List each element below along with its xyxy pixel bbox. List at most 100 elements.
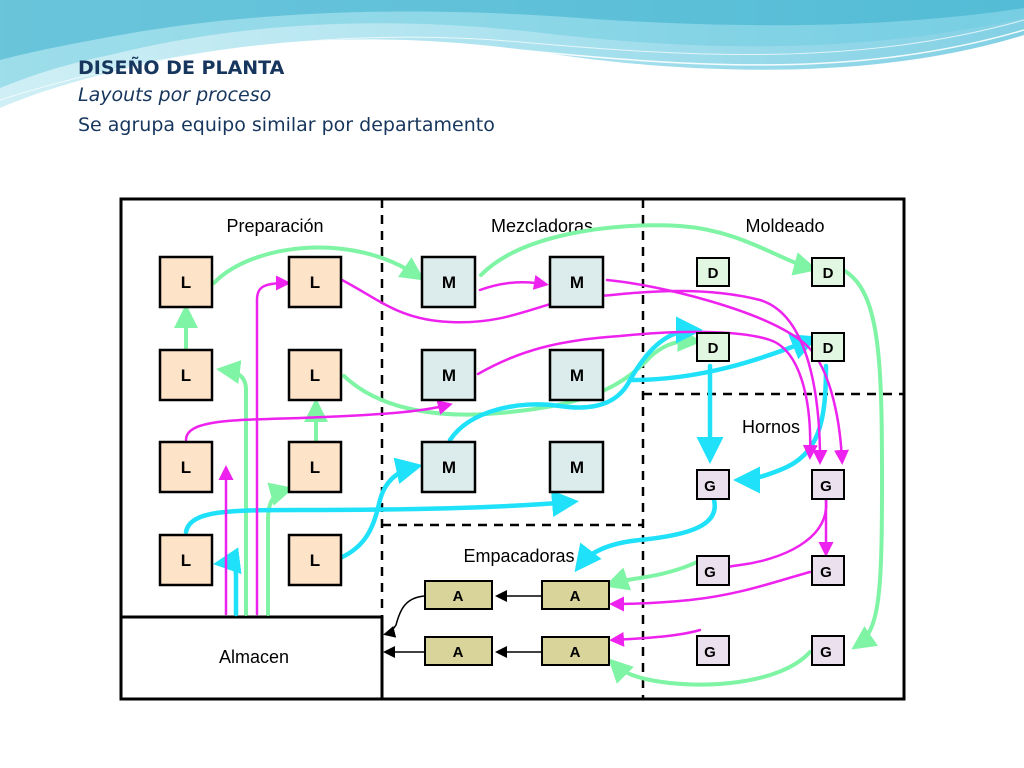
machine-L-3 bbox=[158, 348, 214, 402]
flow-magenta-1 bbox=[255, 275, 291, 616]
machine-L-label: L bbox=[181, 273, 191, 292]
machine-L-4 bbox=[287, 348, 343, 402]
machine-A-1 bbox=[424, 580, 493, 610]
machine-A-label: A bbox=[453, 588, 464, 605]
flow-green-8 bbox=[266, 482, 294, 616]
machine-G-label: G bbox=[820, 644, 832, 661]
machine-D-2 bbox=[811, 257, 845, 287]
machine-G-label: G bbox=[820, 478, 832, 495]
machine-A-label: A bbox=[570, 588, 581, 605]
machine-L-label: L bbox=[181, 458, 191, 477]
flow-magenta-3 bbox=[478, 274, 549, 292]
machine-G-1 bbox=[696, 469, 730, 500]
flow-green-10 bbox=[608, 650, 812, 687]
flow-magenta-9 bbox=[709, 498, 828, 574]
machine-L-2 bbox=[287, 255, 343, 309]
flow-cyan-3 bbox=[337, 457, 423, 561]
machine-G-3 bbox=[696, 555, 730, 586]
machine-L-7 bbox=[158, 533, 214, 587]
machine-G-label: G bbox=[704, 564, 716, 581]
machine-G-4 bbox=[811, 555, 845, 586]
dept-moldeado-label: Moldeado bbox=[745, 216, 824, 236]
flow-cyan-5 bbox=[574, 497, 717, 573]
flow-magenta bbox=[184, 274, 849, 647]
almacen-box bbox=[119, 615, 384, 701]
flow-black-2 bbox=[383, 595, 425, 638]
machine-L-1 bbox=[158, 255, 214, 309]
machine-L-8 bbox=[287, 533, 343, 587]
title-block: DISEÑO DE PLANTA Layouts por proceso Se … bbox=[78, 56, 495, 140]
flow-green-9 bbox=[604, 560, 699, 591]
machine-M-5 bbox=[420, 440, 477, 494]
machine-L-label: L bbox=[181, 366, 191, 385]
flow-magenta-10 bbox=[609, 570, 812, 612]
dept-empacadoras-label: Empacadoras bbox=[463, 546, 574, 566]
machine-M-label: M bbox=[570, 366, 584, 385]
machine-D-1 bbox=[696, 257, 730, 287]
machine-L-label: L bbox=[310, 366, 320, 385]
flow-cyan-6 bbox=[733, 363, 829, 494]
machine-L-label: L bbox=[310, 458, 320, 477]
machine-D-label: D bbox=[708, 265, 719, 282]
machine-D-label: D bbox=[823, 340, 834, 357]
slide-title: DISEÑO DE PLANTA bbox=[78, 57, 285, 79]
machine-M-label: M bbox=[442, 458, 456, 477]
machines-A-labels: A A A A bbox=[453, 588, 581, 661]
machine-G-5 bbox=[696, 635, 730, 666]
machines-A bbox=[424, 580, 610, 666]
machine-M-label: M bbox=[442, 273, 456, 292]
machine-L-label: L bbox=[310, 551, 320, 570]
machine-M-4 bbox=[548, 348, 605, 402]
flow-black bbox=[383, 590, 541, 658]
flow-magenta-4 bbox=[605, 278, 849, 465]
dept-preparacion-label: Preparación bbox=[226, 216, 323, 236]
machine-M-2 bbox=[548, 255, 605, 309]
machines-G bbox=[696, 469, 845, 666]
machines-D-labels: D D D D bbox=[708, 265, 834, 357]
machine-L-label: L bbox=[181, 551, 191, 570]
machine-M-6 bbox=[548, 440, 605, 494]
machine-D-label: D bbox=[708, 340, 719, 357]
machines-M-labels: M M M M M M bbox=[442, 273, 584, 477]
flow-green-3 bbox=[479, 223, 818, 277]
header-wave bbox=[0, 0, 1024, 113]
machine-M-3 bbox=[420, 348, 477, 402]
machines-D bbox=[696, 257, 845, 362]
machines-L-labels: L L L L L L L L bbox=[181, 273, 320, 570]
flow-green-7 bbox=[216, 360, 248, 616]
machine-A-2 bbox=[541, 580, 610, 610]
machine-A-4 bbox=[541, 636, 610, 666]
machine-D-4 bbox=[811, 332, 845, 362]
machine-A-label: A bbox=[570, 644, 581, 661]
machine-G-label: G bbox=[704, 644, 716, 661]
machine-M-label: M bbox=[570, 273, 584, 292]
flow-cyan-1 bbox=[447, 316, 703, 443]
machine-G-label: G bbox=[820, 564, 832, 581]
flow-cyan-7 bbox=[213, 547, 242, 617]
machine-L-label: L bbox=[310, 273, 320, 292]
machine-G-label: G bbox=[704, 478, 716, 495]
machine-L-5 bbox=[158, 440, 214, 494]
machine-M-label: M bbox=[442, 366, 456, 385]
slide-subtitle: Layouts por proceso bbox=[78, 84, 272, 106]
machine-G-6 bbox=[811, 635, 845, 666]
plant-boundary bbox=[119, 197, 906, 701]
machines-G-labels: G G G G G G bbox=[704, 478, 832, 661]
machine-G-2 bbox=[811, 469, 845, 500]
machine-A-3 bbox=[424, 636, 493, 666]
machine-M-label: M bbox=[570, 458, 584, 477]
flow-magenta-5 bbox=[476, 330, 818, 460]
flow-magenta-6 bbox=[184, 400, 453, 442]
dept-hornos-label: Hornos bbox=[742, 417, 800, 437]
flow-cyan-8 bbox=[629, 334, 819, 383]
flow-cyan-2 bbox=[183, 490, 579, 535]
machine-A-label: A bbox=[453, 644, 464, 661]
machines-M bbox=[420, 255, 605, 494]
flow-green-4 bbox=[841, 268, 885, 650]
machine-M-1 bbox=[420, 255, 477, 309]
machines-L bbox=[158, 255, 343, 587]
machine-L-6 bbox=[287, 440, 343, 494]
flow-cyan bbox=[183, 316, 829, 617]
